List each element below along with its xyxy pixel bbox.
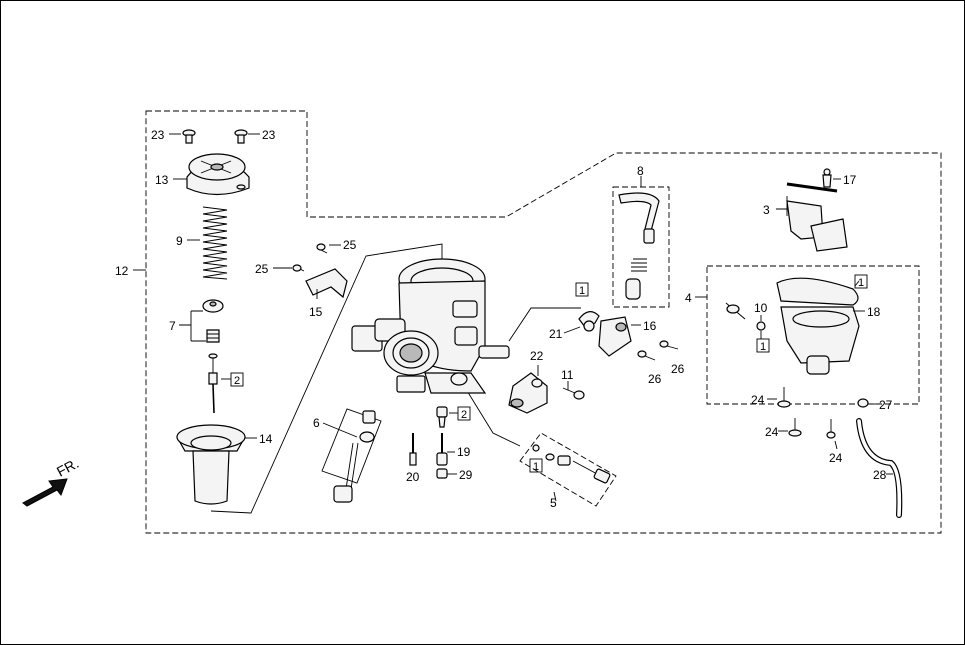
bracket-21 xyxy=(578,311,600,332)
drain-tube-28 xyxy=(856,418,903,518)
carburetor-body xyxy=(351,258,510,394)
callout-3: 3 xyxy=(763,203,770,217)
block-16 xyxy=(598,316,632,357)
screw-25-upper xyxy=(316,243,328,254)
callout-25-upper: 25 xyxy=(343,238,357,252)
callout-6: 6 xyxy=(313,416,320,430)
carburetor-assembly-outline xyxy=(145,110,942,534)
callout-8: 8 xyxy=(637,164,644,178)
leader-5-body xyxy=(460,380,521,447)
callout-29: 29 xyxy=(459,468,473,482)
pilot-screw-parts xyxy=(532,444,611,484)
screw-24-a xyxy=(777,387,791,408)
leader-21-body xyxy=(508,307,581,342)
float-chamber-group-outline xyxy=(706,265,920,405)
throttle-stop-22 xyxy=(508,372,548,414)
screw-24-c xyxy=(826,419,836,439)
callout-18: 18 xyxy=(867,305,881,319)
callout-26-left: 26 xyxy=(648,372,662,386)
screw-25-lower xyxy=(292,264,305,272)
callout-22: 22 xyxy=(530,349,544,363)
callout-24-b: 24 xyxy=(765,425,779,439)
callout-19: 19 xyxy=(457,445,471,459)
callout-26-right: 26 xyxy=(671,362,685,376)
screw-24-b xyxy=(788,418,802,437)
float-valve-17 xyxy=(822,168,832,188)
callout-24-c: 24 xyxy=(829,451,843,465)
vacuum-piston-14 xyxy=(176,424,246,505)
boxed-ref-2-jet: 2 xyxy=(461,409,467,421)
callout-24-a: 24 xyxy=(751,393,765,407)
front-direction-label: FR. xyxy=(54,455,81,480)
boxed-ref-1-chamber: 1 xyxy=(858,277,864,289)
o-ring-10 xyxy=(756,321,766,331)
clip-27 xyxy=(857,398,869,408)
pilot-jet-20 xyxy=(409,433,417,466)
callout-23-left: 23 xyxy=(151,128,165,142)
callout-14: 14 xyxy=(259,432,273,446)
spring-9 xyxy=(202,206,228,280)
screw-23-right xyxy=(234,129,248,144)
top-cap-13 xyxy=(186,153,250,196)
choke-group-outline xyxy=(612,186,670,308)
pilot-screw-group-outline xyxy=(519,432,617,507)
boxed-ref-1-oring: 1 xyxy=(760,341,766,353)
screw-10 xyxy=(725,302,746,320)
callout-5: 5 xyxy=(550,496,557,510)
throttle-bracket-15 xyxy=(305,268,348,299)
callout-28: 28 xyxy=(873,468,887,482)
callout-16: 16 xyxy=(643,319,657,333)
main-jet-2 xyxy=(436,406,448,428)
callout-9: 9 xyxy=(176,234,183,248)
callout-4: 4 xyxy=(685,291,692,305)
leader-14-body xyxy=(210,243,443,514)
callout-25-lower: 25 xyxy=(255,262,269,276)
callout-12: 12 xyxy=(115,264,129,278)
callout-13: 13 xyxy=(155,173,169,187)
jet-parts-6 xyxy=(333,410,376,503)
boxed-ref-2-needle: 2 xyxy=(234,375,240,387)
nut-29 xyxy=(436,468,448,479)
jet-needle xyxy=(208,353,218,414)
choke-cable-8 xyxy=(618,192,660,300)
callout-27: 27 xyxy=(879,398,893,412)
needle-jet-19 xyxy=(436,433,448,466)
callout-20: 20 xyxy=(406,470,420,484)
screw-26-right xyxy=(659,340,679,350)
callout-23-right: 23 xyxy=(262,128,276,142)
float-chamber-18 xyxy=(776,277,860,375)
callout-7: 7 xyxy=(169,319,176,333)
callout-15: 15 xyxy=(309,305,323,319)
screw-11 xyxy=(562,387,585,400)
boxed-ref-1-pilot: 1 xyxy=(533,461,539,473)
screw-26-left xyxy=(637,350,656,361)
float-3 xyxy=(786,182,848,252)
callout-11: 11 xyxy=(561,368,574,382)
callout-10: 10 xyxy=(754,301,768,315)
screw-23-left xyxy=(182,129,196,144)
callout-17: 17 xyxy=(843,173,857,187)
callout-21: 21 xyxy=(549,327,563,341)
needle-holder-7 xyxy=(202,299,224,343)
boxed-ref-1-bracket: 1 xyxy=(579,285,585,297)
front-direction-arrow xyxy=(22,478,68,507)
